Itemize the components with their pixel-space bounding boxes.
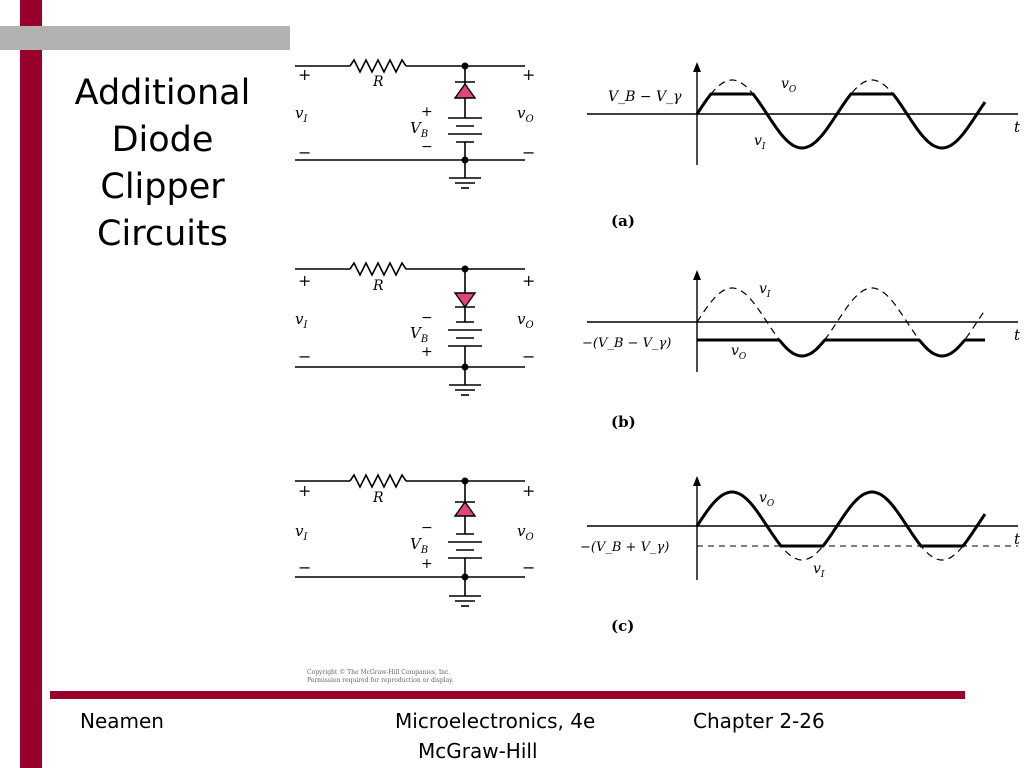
battery-top-sign-b: − bbox=[421, 310, 433, 326]
vi-plus-b: + bbox=[298, 271, 311, 290]
left-accent-bar bbox=[20, 0, 42, 768]
battery-label-a: VB bbox=[410, 119, 428, 140]
wave-input-label-b: vI bbox=[759, 281, 771, 300]
caption-c: (c) bbox=[611, 617, 634, 635]
waveform-b bbox=[587, 270, 1018, 372]
panel-c: + − + − R vI vO − VB + −(V_B + V_γ) vO v… bbox=[295, 473, 1021, 635]
footer-publisher: McGraw-Hill bbox=[418, 739, 538, 763]
vo-plus-a: + bbox=[522, 65, 535, 84]
output-label-b: vO bbox=[517, 310, 534, 331]
clipper-circuits-figure: + − + − R vI vO + VB − V_B − V_γ vO vI t… bbox=[295, 58, 1021, 684]
footer-chapter: Chapter 2-26 bbox=[693, 709, 825, 733]
level-label-b: −(V_B − V_γ) bbox=[582, 336, 671, 351]
input-label-c: vI bbox=[295, 522, 308, 543]
waveform-a bbox=[587, 62, 1018, 165]
battery-bottom-sign-a: − bbox=[421, 139, 433, 155]
battery-bottom-sign-c: + bbox=[421, 556, 433, 572]
title-line-3: Clipper bbox=[100, 167, 225, 207]
time-label-b: t bbox=[1014, 326, 1021, 344]
input-label-b: vI bbox=[295, 310, 308, 331]
wave-input-label-a: vI bbox=[754, 133, 766, 152]
wave-output-label-c: vO bbox=[759, 490, 775, 509]
battery-top-sign-c: − bbox=[421, 520, 433, 536]
title-line-2: Diode bbox=[111, 120, 214, 160]
battery-label-b: VB bbox=[410, 324, 428, 345]
resistor-b bbox=[349, 261, 407, 277]
copyright-line-2: Permission required for reproduction or … bbox=[307, 677, 454, 684]
level-label-c: −(V_B + V_γ) bbox=[580, 540, 669, 555]
output-label-c: vO bbox=[517, 522, 534, 543]
title-line-1: Additional bbox=[74, 73, 251, 113]
vo-minus-a: − bbox=[522, 143, 535, 162]
battery-bottom-sign-b: + bbox=[421, 344, 433, 360]
resistor-label-c: R bbox=[372, 490, 384, 506]
top-gray-bar bbox=[0, 26, 290, 50]
waveform-c bbox=[587, 476, 1018, 580]
footer-rule bbox=[50, 691, 965, 699]
title-line-4: Circuits bbox=[97, 214, 228, 254]
resistor-c bbox=[349, 473, 407, 489]
resistor-label-a: R bbox=[372, 74, 384, 90]
caption-a: (a) bbox=[611, 212, 635, 230]
vo-plus-b: + bbox=[522, 271, 535, 290]
battery-top-sign-a: + bbox=[421, 104, 433, 120]
diode-c bbox=[453, 500, 477, 517]
diode-a bbox=[453, 82, 477, 99]
wave-output-label-a: vO bbox=[781, 76, 797, 95]
time-label-c: t bbox=[1014, 530, 1021, 548]
vi-plus-a: + bbox=[298, 65, 311, 84]
vo-minus-b: − bbox=[522, 347, 535, 366]
vo-minus-c: − bbox=[522, 558, 535, 577]
vo-plus-c: + bbox=[522, 481, 535, 500]
output-label-a: vO bbox=[517, 104, 534, 125]
input-label-a: vI bbox=[295, 104, 308, 125]
wave-input-label-c: vI bbox=[813, 561, 825, 580]
output-wave-a bbox=[695, 92, 987, 150]
footer-book-title: Microelectronics, 4e bbox=[395, 709, 596, 733]
vi-minus-a: − bbox=[298, 143, 311, 162]
level-label-a: V_B − V_γ bbox=[608, 89, 682, 105]
copyright-line-1: Copyright © The McGraw-Hill Companies, I… bbox=[307, 669, 450, 676]
footer-author: Neamen bbox=[80, 709, 164, 733]
time-label-a: t bbox=[1014, 118, 1021, 136]
output-wave-b bbox=[697, 338, 985, 358]
panel-a: + − + − R vI vO + VB − V_B − V_γ vO vI t… bbox=[295, 58, 1021, 230]
slide-title: Additional Diode Clipper Circuits bbox=[50, 70, 275, 258]
circuit-b bbox=[295, 261, 525, 396]
vi-plus-c: + bbox=[298, 481, 311, 500]
vi-minus-c: − bbox=[298, 558, 311, 577]
resistor-label-b: R bbox=[372, 278, 384, 294]
battery-label-c: VB bbox=[410, 535, 428, 556]
wave-output-label-b: vO bbox=[731, 343, 747, 362]
output-wave-c bbox=[695, 490, 987, 548]
caption-b: (b) bbox=[611, 413, 636, 431]
diode-b bbox=[453, 292, 477, 309]
panel-b: + − + − R vI vO − VB + −(V_B − V_γ) vI v… bbox=[295, 261, 1021, 431]
resistor-a bbox=[349, 58, 407, 74]
vi-minus-b: − bbox=[298, 347, 311, 366]
